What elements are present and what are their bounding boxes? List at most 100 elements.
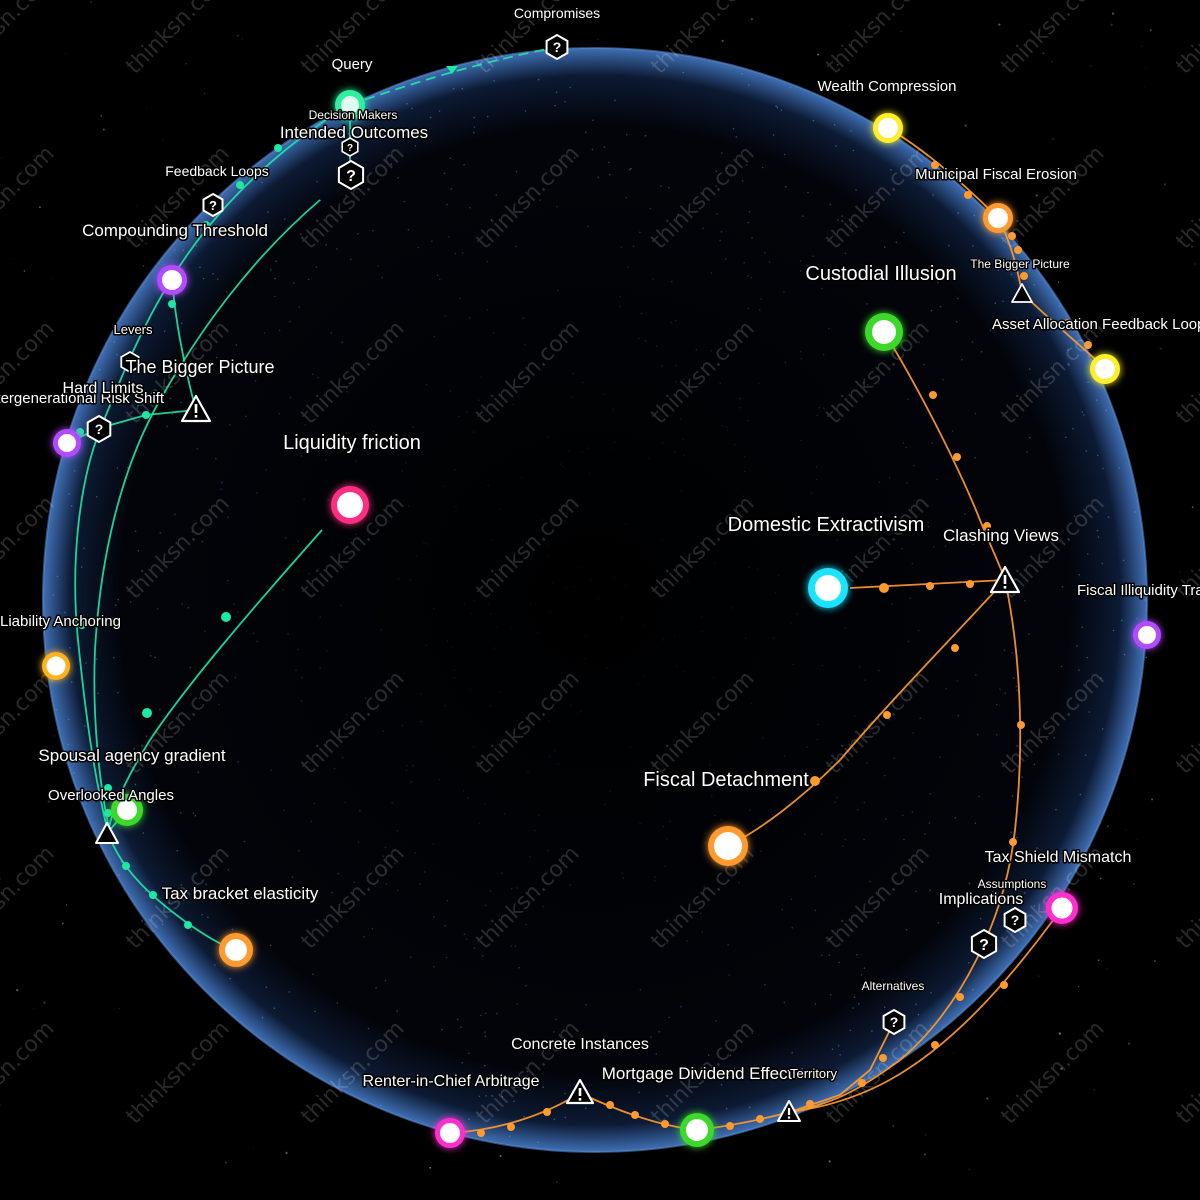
node-domestic-extractivism[interactable] xyxy=(808,568,848,608)
node-mortgage-dividend-effect[interactable] xyxy=(680,1113,714,1147)
globe-dot xyxy=(382,730,385,733)
overlooked-angles-warning-icon[interactable] xyxy=(95,822,119,844)
globe-dot xyxy=(515,170,518,173)
globe-dot xyxy=(333,767,336,770)
globe-dot xyxy=(401,470,404,472)
globe-dot xyxy=(937,281,939,284)
globe-dot xyxy=(1011,795,1014,797)
node-liquidity-friction[interactable] xyxy=(331,486,369,524)
globe-dot xyxy=(314,1010,316,1013)
globe-dot xyxy=(396,830,399,832)
watermark-text: thinksn.com xyxy=(0,1016,60,1129)
node-fiscal-detachment[interactable] xyxy=(708,826,748,866)
globe-dot xyxy=(417,246,420,249)
globe-dot xyxy=(942,1026,944,1028)
star xyxy=(0,878,1,880)
globe-dot xyxy=(551,697,553,699)
globe-dot xyxy=(750,276,752,279)
globe-dot xyxy=(1011,652,1013,654)
node-municipal-fiscal-erosion[interactable] xyxy=(983,203,1013,233)
globe-dot xyxy=(828,954,831,957)
globe-dot xyxy=(714,562,716,564)
globe-dot xyxy=(626,134,628,136)
globe-dot xyxy=(521,476,523,479)
globe-dot xyxy=(872,732,875,734)
hard-limits-question-icon[interactable]: ? xyxy=(86,414,112,444)
node-fiscal-illiquidity-trap[interactable] xyxy=(1133,621,1161,649)
globe-dot xyxy=(1076,645,1078,647)
globe-dot xyxy=(496,1012,498,1015)
implications-question-icon[interactable]: ? xyxy=(970,928,998,960)
globe-dot xyxy=(758,382,760,384)
globe-dot xyxy=(55,708,57,711)
node-label-tax-shield-mismatch: Tax Shield Mismatch xyxy=(985,849,1132,866)
globe-dot xyxy=(363,936,365,938)
assumptions-question-icon[interactable]: ? xyxy=(1003,906,1027,934)
star xyxy=(1133,883,1135,885)
globe-dot xyxy=(227,516,229,518)
globe-dot xyxy=(327,499,330,501)
node-renter-in-chief-arbitrage[interactable] xyxy=(435,1118,465,1148)
globe-dot xyxy=(871,1030,873,1032)
node-tax-bracket-elasticity[interactable] xyxy=(219,933,253,967)
watermark-text: thinksn.com xyxy=(997,1016,1110,1129)
globe-dot xyxy=(173,249,176,251)
globe-dot xyxy=(759,309,761,311)
globe-dot xyxy=(902,442,905,444)
node-custodial-illusion[interactable] xyxy=(865,313,903,351)
globe-dot xyxy=(525,984,527,987)
intended-outcomes-question-icon[interactable]: ? xyxy=(337,159,365,191)
globe-dot xyxy=(552,1031,555,1033)
node-tax-shield-mismatch[interactable] xyxy=(1046,892,1078,924)
star xyxy=(1125,829,1127,831)
star xyxy=(1051,61,1053,63)
star xyxy=(1110,23,1113,26)
globe-dot xyxy=(419,693,422,695)
globe-dot xyxy=(446,203,448,206)
node-liability-anchoring[interactable] xyxy=(42,652,70,680)
territory-warning-icon[interactable] xyxy=(777,1100,801,1122)
globe-dot xyxy=(345,194,347,197)
globe-dot xyxy=(319,616,322,618)
globe-dot xyxy=(83,725,86,727)
node-query[interactable] xyxy=(335,90,365,120)
globe-dot xyxy=(484,1031,486,1033)
node-intergenerational-risk-shift[interactable] xyxy=(53,429,81,457)
globe-dot xyxy=(639,231,641,234)
globe-dot xyxy=(799,260,802,262)
node-asset-allocation-feedback-loop[interactable] xyxy=(1090,354,1120,384)
feedback-loops-question-icon[interactable]: ? xyxy=(202,192,224,218)
globe-dot xyxy=(355,554,357,556)
globe-dot xyxy=(237,761,239,763)
star xyxy=(986,1097,989,1100)
the-bigger-picture-left-warning-icon[interactable] xyxy=(180,394,212,423)
globe-dot xyxy=(308,573,310,575)
globe-dot xyxy=(590,578,593,581)
globe-dot xyxy=(423,871,426,873)
alternatives-question-icon[interactable]: ? xyxy=(882,1008,906,1036)
levers-question-icon[interactable]: ? xyxy=(120,350,140,374)
globe-dot xyxy=(310,820,313,823)
star xyxy=(65,904,68,906)
node-compounding-threshold[interactable] xyxy=(157,265,187,295)
concrete-instances-warning-icon[interactable] xyxy=(565,1078,595,1105)
clashing-views-warning-icon[interactable] xyxy=(989,565,1021,594)
globe-dot xyxy=(438,110,441,112)
star xyxy=(836,63,839,66)
node-label-fiscal-illiquidity-trap: Fiscal Illiquidity Trap xyxy=(1077,582,1200,599)
star xyxy=(224,1161,227,1164)
globe-dot xyxy=(250,896,253,899)
globe-dot xyxy=(274,295,276,298)
the-bigger-picture-right-warning-icon[interactable] xyxy=(1011,283,1033,303)
globe-dot xyxy=(784,185,787,188)
globe-dot xyxy=(791,927,793,929)
node-wealth-compression[interactable] xyxy=(873,113,903,143)
globe-dot xyxy=(181,603,183,605)
decision-makers-question-icon[interactable]: ? xyxy=(341,137,359,157)
compromises-question-icon[interactable]: ? xyxy=(545,33,569,61)
globe-dot xyxy=(192,812,195,814)
globe-dot xyxy=(263,332,266,334)
node-spousal-agency-gradient[interactable] xyxy=(111,794,143,826)
globe-dot xyxy=(637,683,640,685)
